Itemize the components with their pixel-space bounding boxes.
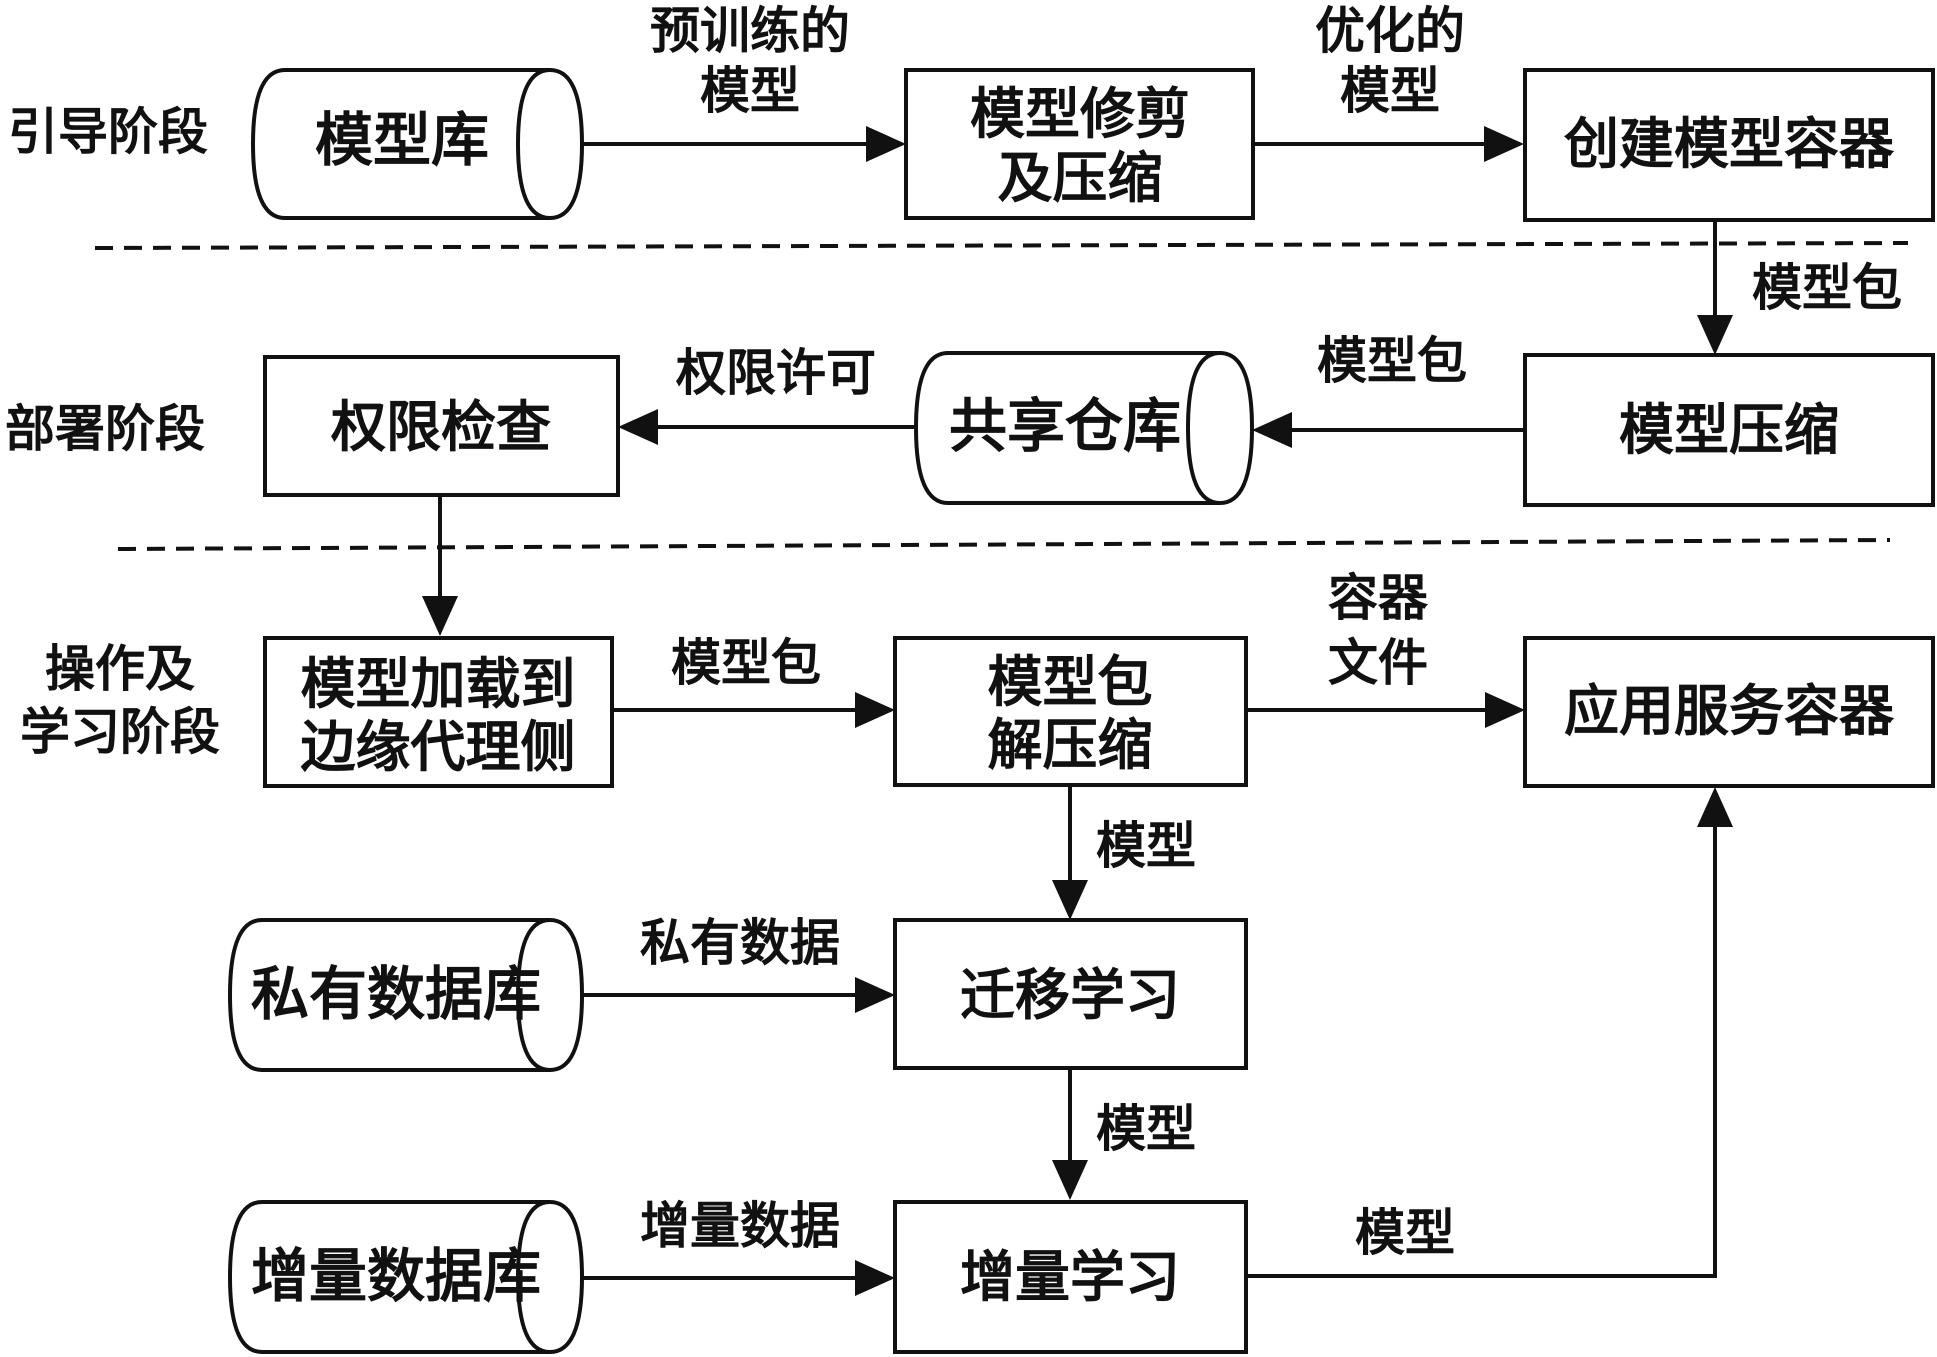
edge-label-private-data: 私有数据: [640, 913, 840, 972]
edge-label-container-file: 容器: [1328, 568, 1429, 627]
stage-divider-bottom: [117, 538, 1891, 551]
node-create-container: 创建模型容器: [1523, 68, 1935, 222]
node-prune-compress: 模型修剪 及压缩: [904, 68, 1255, 220]
arrowhead-repo-to-prune: [866, 126, 906, 162]
node-model-repo: 模型库: [250, 68, 585, 220]
node-private-db: 私有数据库: [227, 918, 585, 1072]
node-load-to-edge: 模型加载到 边缘代理侧: [263, 636, 614, 788]
arrowhead-incdb-to-incremental: [855, 1260, 895, 1296]
connections: [422, 126, 1733, 1296]
edge-label-package-right: 模型包: [671, 633, 821, 692]
stage-labels: 引导阶段 部署阶段 操作及 学习阶段: [5, 102, 220, 761]
stage-label-bootstrap: 引导阶段: [8, 102, 208, 161]
node-prune-compress-label: 模型修剪: [970, 81, 1190, 146]
arrowhead-compress-to-shared: [1252, 412, 1292, 448]
arrowhead-private-to-transfer: [855, 977, 895, 1013]
node-create-container-label: 创建模型容器: [1564, 111, 1895, 176]
node-unzip-package: 模型包 解压缩: [893, 636, 1248, 787]
node-incremental-db-label: 增量数据库: [251, 1242, 541, 1310]
edge-label-model-down-2: 模型: [1096, 1099, 1196, 1158]
stage-label-operate-line2: 学习阶段: [20, 702, 220, 761]
arrowhead-incremental-to-app: [1697, 787, 1733, 827]
edge-incremental-to-app: [1246, 824, 1717, 1278]
arrowhead-unzip-to-transfer: [1052, 880, 1088, 920]
stage-divider-top: [94, 241, 1909, 250]
node-app-container: 应用服务容器: [1523, 636, 1935, 788]
edge-label-incremental-data: 增量数据: [640, 1196, 840, 1255]
edge-label-permission: 权限许可: [675, 343, 876, 402]
edge-label-optimized: 优化的: [1315, 1, 1465, 60]
arrowhead-prune-to-container: [1484, 126, 1524, 162]
node-incremental-db: 增量数据库: [227, 1200, 585, 1354]
arrowhead-transfer-to-incremental: [1052, 1160, 1088, 1200]
arrowhead-shared-to-permission: [618, 409, 658, 445]
edge-label-model-down-1: 模型: [1096, 816, 1196, 875]
arrowhead-unzip-to-app: [1485, 692, 1525, 728]
node-shared-repo: 共享仓库: [913, 351, 1255, 505]
arrowhead-container-to-compress: [1697, 315, 1733, 355]
node-incremental-learning: 增量学习: [893, 1200, 1248, 1354]
edge-label-package-left: 模型包: [1317, 331, 1467, 390]
node-model-compress-label: 模型压缩: [1619, 397, 1839, 462]
node-permission-check: 权限检查: [263, 355, 620, 497]
node-unzip-package-label-line2: 解压缩: [987, 712, 1152, 777]
edge-label-model-right: 模型: [1355, 1203, 1455, 1262]
edge-label-optimized-line2: 模型: [1340, 61, 1440, 120]
node-prune-compress-label-line2: 及压缩: [997, 145, 1162, 210]
node-unzip-package-label: 模型包: [987, 649, 1152, 714]
node-model-repo-label: 模型库: [315, 106, 489, 174]
edge-label-pretrained: 预训练的: [650, 1, 850, 60]
edge-label-container-file-line2: 文件: [1328, 633, 1428, 692]
stage-label-deploy: 部署阶段: [5, 399, 205, 458]
node-shared-repo-label: 共享仓库: [949, 392, 1181, 460]
node-permission-check-label: 权限检查: [330, 394, 551, 459]
edge-labels: 预训练的 模型 优化的 模型 模型包 模型包 权限许可 模型包 容器 文件 模型…: [640, 1, 1902, 1262]
arrowhead-permission-to-load: [422, 596, 458, 636]
edge-label-pretrained-line2: 模型: [700, 61, 800, 120]
node-incremental-learning-label: 增量学习: [960, 1244, 1180, 1309]
edge-label-package-down: 模型包: [1752, 258, 1902, 317]
node-model-compress: 模型压缩: [1523, 353, 1935, 507]
node-transfer-learning-label: 迁移学习: [960, 962, 1180, 1027]
node-app-container-label: 应用服务容器: [1564, 678, 1895, 743]
arrowhead-load-to-unzip: [855, 692, 895, 728]
node-load-to-edge-label: 模型加载到: [300, 651, 575, 716]
node-private-db-label: 私有数据库: [251, 960, 541, 1028]
node-transfer-learning: 迁移学习: [893, 918, 1248, 1070]
node-load-to-edge-label-line2: 边缘代理侧: [300, 714, 575, 779]
stage-label-operate: 操作及: [45, 639, 195, 698]
